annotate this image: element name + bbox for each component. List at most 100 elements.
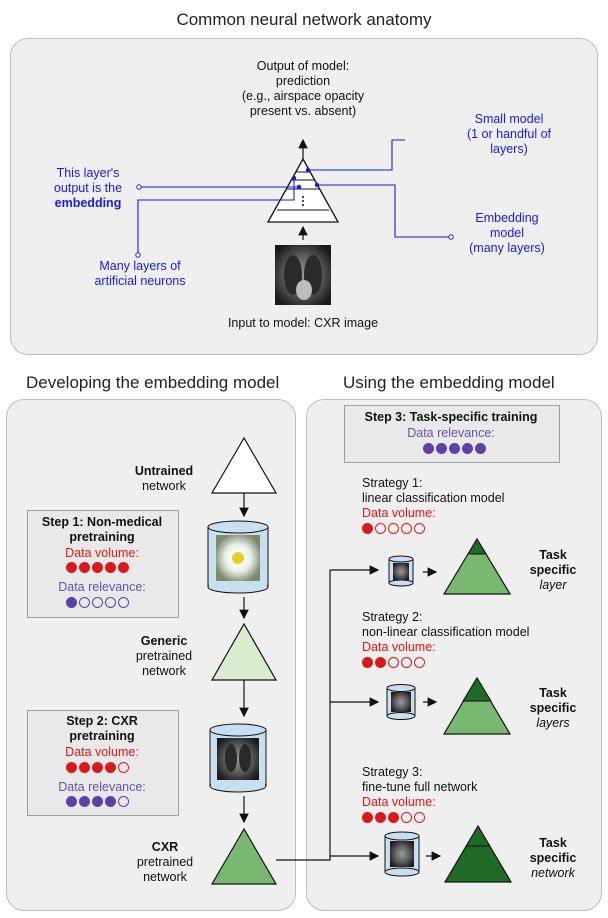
untrained-network-label: Untrained network xyxy=(124,464,204,494)
generic-network-label: Generic pretrained network xyxy=(124,634,204,679)
rating-dot-empty xyxy=(118,597,129,608)
rating-dot-filled xyxy=(105,796,116,807)
task-specific-layer-triangle xyxy=(442,537,512,595)
task3-line2: specific xyxy=(529,851,577,865)
step2-relevance-label: Data relevance: xyxy=(58,780,146,794)
rating-dot-filled xyxy=(362,657,373,668)
rating-dot-filled xyxy=(66,762,77,773)
output-label-line2: prediction xyxy=(275,74,331,88)
task2-line3: layers xyxy=(536,716,570,730)
rating-dot-empty xyxy=(388,523,399,534)
rating-dot-empty xyxy=(414,812,425,823)
task3-line3: network xyxy=(531,866,575,880)
rating-dot-filled xyxy=(436,443,447,454)
task2-line1: Task xyxy=(539,686,567,700)
strategy2-volume-dots xyxy=(362,657,425,668)
rating-dot-filled xyxy=(449,443,460,454)
rating-dot-filled xyxy=(105,762,116,773)
step1-box xyxy=(27,510,179,618)
annotation-lines xyxy=(137,139,451,255)
rating-dot-filled xyxy=(375,812,386,823)
task1-label: Task specific layer xyxy=(520,548,586,593)
step1-volume-dots xyxy=(66,562,129,573)
cxr-network-label: CXR pretrained network xyxy=(130,840,200,885)
rating-dot-filled xyxy=(79,796,90,807)
output-label-line4: present vs. absent) xyxy=(249,104,357,118)
rating-dot-filled xyxy=(66,796,77,807)
rating-dot-filled xyxy=(92,762,103,773)
step1-title: Step 1: Non-medical pretraining xyxy=(27,515,177,545)
cxr-rest-line2: network xyxy=(143,870,187,884)
task3-line1: Task xyxy=(539,836,567,850)
rating-dot-filled xyxy=(92,796,103,807)
nonmedical-data-cylinder xyxy=(207,520,269,594)
rating-dot-filled xyxy=(66,597,77,608)
using-title: Using the embedding model xyxy=(343,373,555,392)
cxr-bold: CXR xyxy=(151,840,179,854)
rating-dot-empty xyxy=(92,597,103,608)
step1-title-line1: Step 1: Non-medical xyxy=(41,515,163,529)
cxr-pretrained-triangle xyxy=(210,827,278,885)
network-triangle xyxy=(266,157,340,223)
input-cxr-image xyxy=(275,245,331,305)
rating-dot-filled xyxy=(423,443,434,454)
many-layers-line2: artificial neurons xyxy=(94,274,186,288)
task3-label: Task specific network xyxy=(520,836,586,881)
task1-line2: specific xyxy=(529,563,577,577)
step1-volume-label: Data volume: xyxy=(65,546,139,560)
step2-title: Step 2: CXR pretraining xyxy=(27,714,177,744)
embedding-model-line3: (many layers) xyxy=(469,241,545,255)
output-label-line1: Output of model: xyxy=(256,59,350,73)
generic-rest-line1: pretrained xyxy=(135,649,193,663)
rating-dot-filled xyxy=(66,562,77,573)
many-layers-label: Many layers of artificial neurons xyxy=(70,259,210,289)
rating-dot-empty xyxy=(118,796,129,807)
step3-title: Step 3: Task-specific training xyxy=(364,410,538,424)
embedding-model-label: Embedding model (many layers) xyxy=(452,211,562,256)
rating-dot-filled xyxy=(462,443,473,454)
step2-volume-label: Data volume: xyxy=(65,745,139,759)
small-model-line3: layers) xyxy=(490,142,528,156)
small-model-line1: Small model xyxy=(474,112,544,126)
many-layers-line1: Many layers of xyxy=(99,259,181,273)
strategy2-label: Strategy 2: non-linear classification mo… xyxy=(362,610,582,655)
untrained-bold: Untrained xyxy=(134,464,194,478)
rating-dot-filled xyxy=(92,562,103,573)
task1-line3: layer xyxy=(539,578,567,592)
strategy2-line1: Strategy 2: xyxy=(362,610,423,624)
step3-relevance-dots xyxy=(423,443,486,454)
step1-relevance-label: Data relevance: xyxy=(58,580,146,594)
task2-line2: specific xyxy=(529,701,577,715)
rating-dot-filled xyxy=(475,443,486,454)
strategy2-line2: non-linear classification model xyxy=(362,625,530,639)
task2-label: Task specific layers xyxy=(520,686,586,731)
strategy1-label: Strategy 1: linear classification model … xyxy=(362,476,562,521)
untrained-triangle xyxy=(210,436,278,494)
using-panel xyxy=(306,399,602,911)
rating-dot-empty xyxy=(414,657,425,668)
strategy1-volume-label: Data volume: xyxy=(362,506,436,520)
strategy1-volume-dots xyxy=(362,523,425,534)
step3-relevance-label: Data relevance: xyxy=(407,426,495,440)
rating-dot-filled xyxy=(375,657,386,668)
cxr-data-cylinder xyxy=(209,723,267,793)
step1-title-line2: pretraining xyxy=(69,530,135,544)
task-specific-network-triangle xyxy=(443,824,513,883)
embedding-model-line1: Embedding xyxy=(475,211,539,225)
output-label: Output of model: prediction (e.g., airsp… xyxy=(228,59,378,119)
step1-relevance-dots xyxy=(66,597,129,608)
untrained-rest: network xyxy=(142,479,186,493)
cxr-rest-line1: pretrained xyxy=(136,855,194,869)
task-specific-layers-triangle xyxy=(442,676,512,735)
strategy1-cylinder xyxy=(388,555,414,587)
rating-dot-filled xyxy=(79,762,90,773)
small-model-line2: (1 or handful of xyxy=(466,127,552,141)
strategy3-volume-label: Data volume: xyxy=(362,795,436,809)
rating-dot-empty xyxy=(414,523,425,534)
embedding-layer-label: This layer's output is the embedding xyxy=(40,166,136,211)
embedding-layer-line1: This layer's xyxy=(56,166,120,180)
strategy3-line2: fine-tune full network xyxy=(362,780,478,794)
embedding-layer-line3: embedding xyxy=(54,196,122,210)
rating-dot-empty xyxy=(401,812,412,823)
